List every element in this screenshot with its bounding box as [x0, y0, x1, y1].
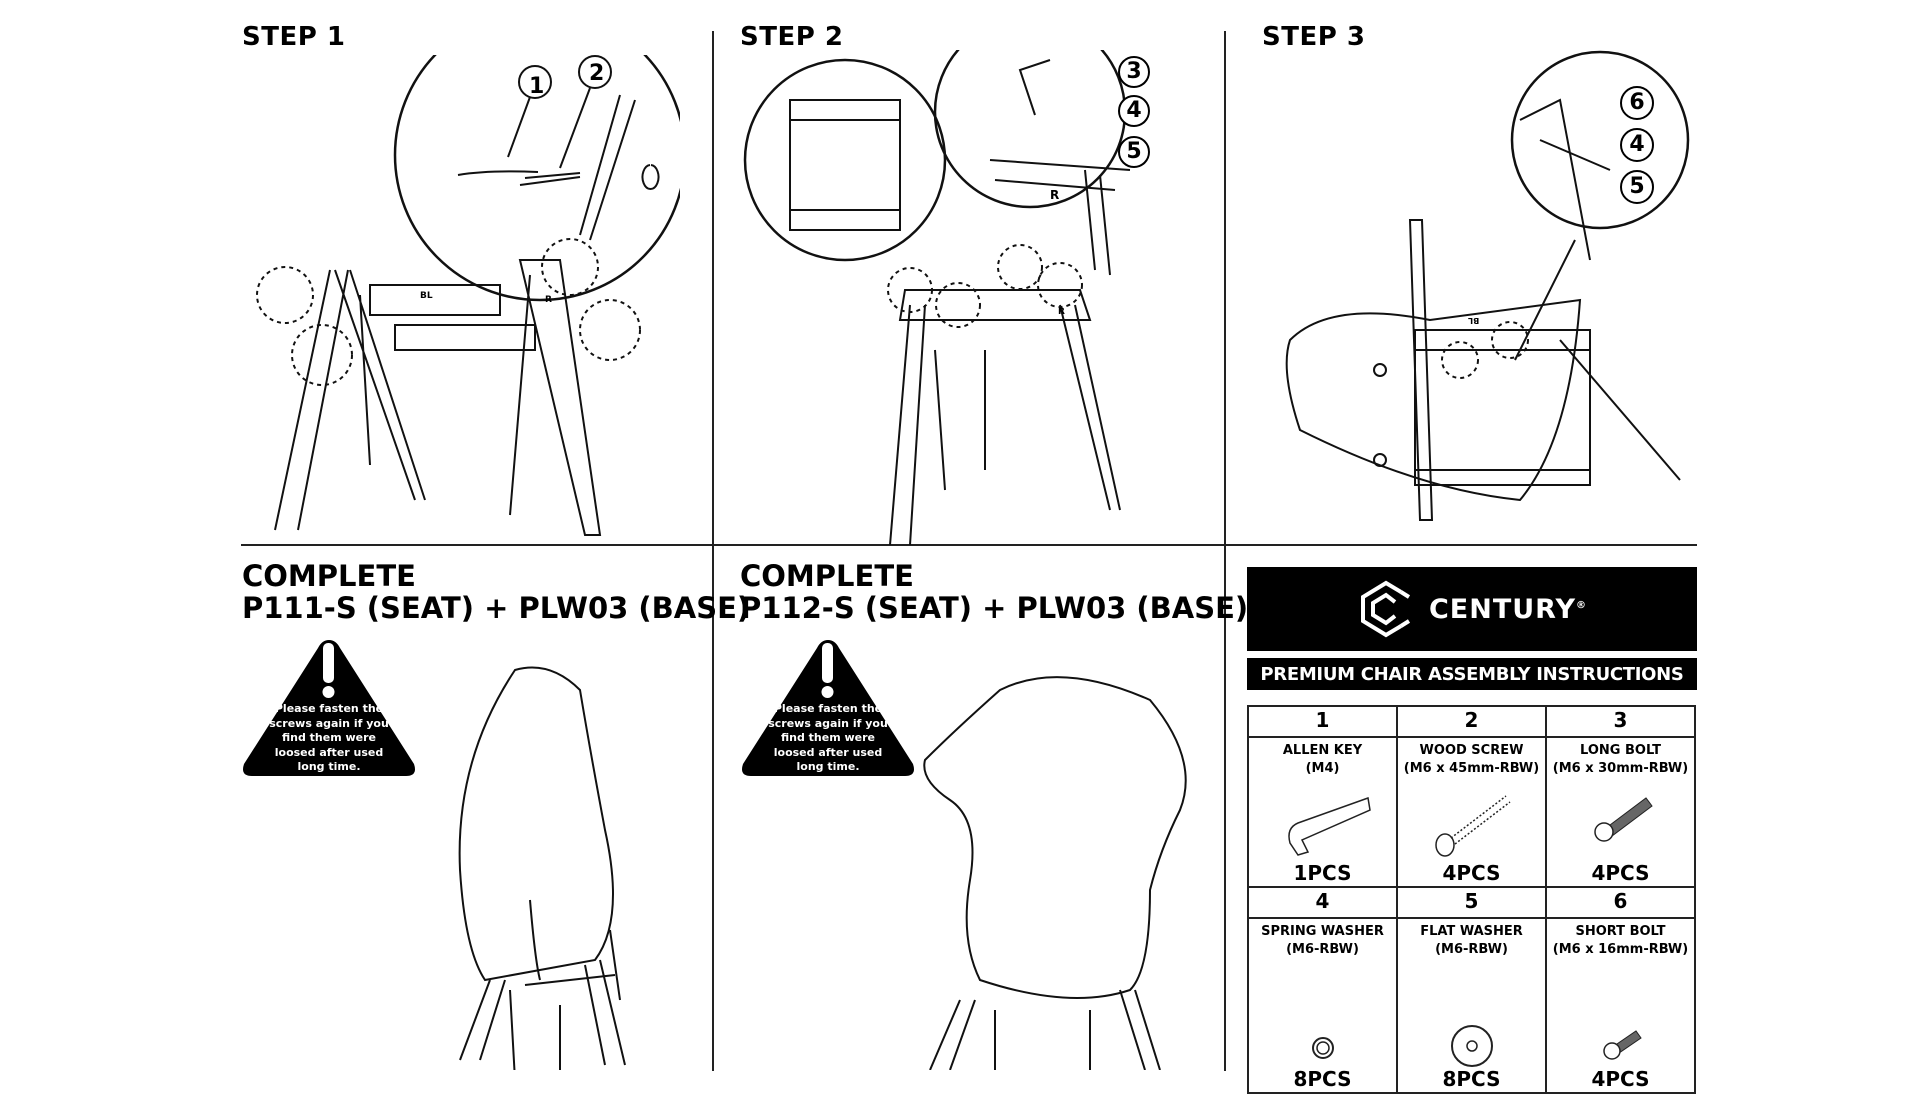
part-label-r: R	[545, 295, 552, 305]
step-2-title: STEP 2	[740, 22, 844, 52]
warning-sign-1: Please fasten the screws again if you fi…	[240, 636, 418, 778]
callout-4-step3: 4	[1620, 128, 1654, 162]
divider-2	[1224, 31, 1226, 1071]
part-number: 3	[1545, 705, 1696, 738]
part-cell-wood-screw: WOOD SCREW(M6 x 45mm-RBW) 4PCS	[1396, 736, 1547, 888]
part-cell-long-bolt: LONG BOLT(M6 x 30mm-RBW) 4PCS	[1545, 736, 1696, 888]
part-label-r-base: R	[1058, 307, 1065, 317]
callout-5-step3: 5	[1620, 170, 1654, 204]
step-3-title: STEP 3	[1262, 22, 1366, 52]
part-cell-allen-key: ALLEN KEY(M4) 1PCS	[1247, 736, 1398, 888]
part-label-r-zoom: R	[1050, 188, 1060, 202]
flat-washer-icon	[1450, 1025, 1493, 1067]
step-1-title: STEP 1	[242, 22, 346, 52]
warning-text: Please fasten the screws again if you fi…	[269, 702, 389, 773]
complete-label: COMPLETE	[740, 559, 914, 593]
part-number: 5	[1396, 886, 1547, 919]
callout-5: 5	[1118, 136, 1150, 168]
callout-3: 3	[1118, 56, 1150, 88]
allen-key-icon	[1287, 796, 1371, 856]
brand-name: CENTURY®	[1428, 593, 1588, 625]
brand-logo: CENTURY®	[1247, 567, 1697, 651]
part-number: 4	[1247, 886, 1398, 919]
wood-screw-icon	[1434, 795, 1510, 857]
chair-p111-illustration	[430, 660, 710, 1081]
callout-1: 1	[529, 74, 545, 99]
warning-sign-2: Please fasten the screws again if you fi…	[739, 636, 917, 778]
part-number: 1	[1247, 705, 1398, 738]
part-number: 6	[1545, 886, 1696, 919]
callout-4: 4	[1118, 95, 1150, 127]
complete-heading-2: COMPLETE P112-S (SEAT) + PLW03 (BASE)	[740, 560, 1248, 624]
parts-table: 1 2 3 ALLEN KEY(M4) 1PCS WOOD SCREW(M6 x…	[1247, 705, 1696, 1094]
part-cell-flat-washer: FLAT WASHER(M6-RBW) 8PCS	[1396, 917, 1547, 1094]
warning-text: Please fasten the screws again if you fi…	[768, 702, 888, 773]
spring-washer-icon	[1311, 1037, 1334, 1059]
step-1-diagram	[240, 8, 687, 545]
instructions-title: PREMIUM CHAIR ASSEMBLY INSTRUCTIONS	[1247, 658, 1697, 690]
short-bolt-icon	[1602, 1030, 1642, 1060]
part-number: 2	[1396, 705, 1547, 738]
callout-6: 6	[1620, 86, 1654, 120]
part-label-bl-step3: BL	[1468, 316, 1480, 325]
chair-p112-illustration	[920, 670, 1220, 1071]
divider-1	[712, 31, 714, 1071]
callout-2: 2	[589, 61, 605, 86]
complete-label: COMPLETE	[242, 559, 416, 593]
step-3-diagram	[1260, 40, 1700, 540]
part-cell-spring-washer: SPRING WASHER(M6-RBW) 8PCS	[1247, 917, 1398, 1094]
century-logo-icon	[1360, 580, 1411, 638]
model-label: P112-S (SEAT) + PLW03 (BASE)	[740, 591, 1249, 625]
complete-heading-1: COMPLETE P111-S (SEAT) + PLW03 (BASE)	[242, 560, 750, 624]
part-label-bl: BL	[420, 291, 433, 301]
divider-horizontal	[241, 544, 1697, 546]
long-bolt-icon	[1593, 797, 1653, 842]
part-cell-short-bolt: SHORT BOLT(M6 x 16mm-RBW) 4PCS	[1545, 917, 1696, 1094]
model-label: P111-S (SEAT) + PLW03 (BASE)	[242, 591, 751, 625]
